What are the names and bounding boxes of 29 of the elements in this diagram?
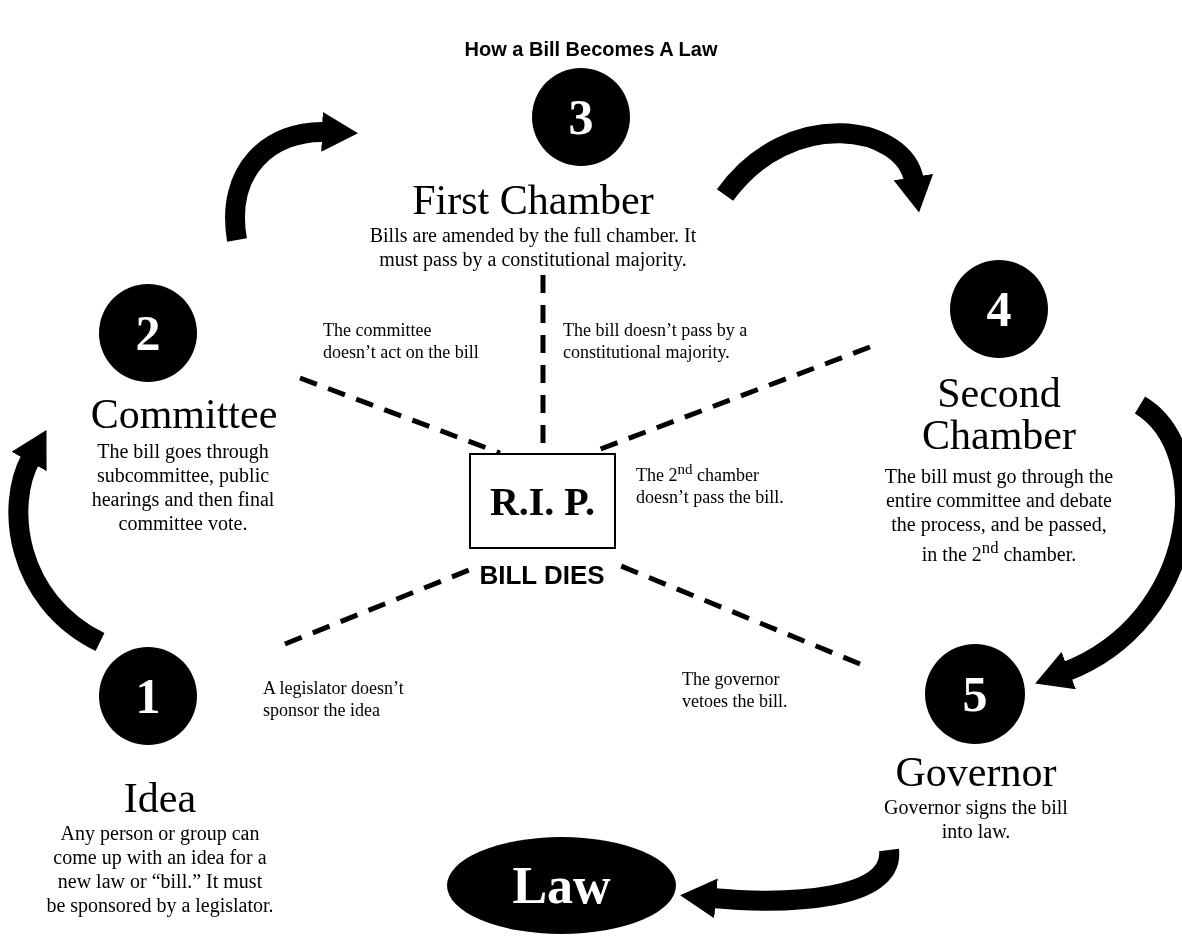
step-number-circle: 5: [925, 644, 1025, 744]
step-heading: Idea: [122, 777, 198, 819]
curved-arrow: [1036, 397, 1182, 689]
step-number-circle: 2: [99, 284, 197, 382]
step-description: Governor signs the bill into law.: [883, 795, 1069, 843]
dashed-line: [284, 567, 470, 647]
step-number-circle: 1: [99, 647, 197, 745]
curved-arrow: [8, 428, 106, 651]
step-heading: Committee: [89, 393, 279, 435]
edge-label: The governor vetoes the bill.: [682, 668, 789, 712]
edge-label: The bill doesn’t pass by a constitutional majority.: [563, 319, 749, 363]
rip-box: R.I. P.: [469, 453, 616, 549]
step-description: The bill must go through the entire committee and debate the process, and be passed, in the 2$^{nd}$ chamber.: [883, 464, 1115, 566]
step-heading: First Chamber: [411, 179, 655, 221]
step-description: The bill goes through subcommittee, public hearings and then final committee vote.: [90, 439, 276, 535]
edge-label: A legislator doesn’t sponsor the idea: [263, 677, 405, 721]
edge-label: The 2$^{nd}$ chamber doesn’t pass the bill.: [636, 460, 785, 508]
step-number-circle: 4: [950, 260, 1048, 358]
edge-label: The committee doesn’t act on the bill: [323, 319, 480, 363]
curved-arrow: [717, 123, 932, 212]
status-label: BILL DIES: [478, 560, 606, 590]
step-description: Any person or group can come up with an idea for a new law or “bill.” It must be sponsored by a legislator.: [46, 821, 274, 917]
dashed-line: [299, 375, 501, 456]
law-ellipse: Law: [447, 837, 676, 934]
diagram-title: How a Bill Becomes A Law: [463, 38, 719, 61]
step-number-circle: 3: [532, 68, 630, 166]
step-description: Bills are amended by the full chamber. It must pass by a constitutional majority.: [368, 223, 698, 271]
step-heading: Governor: [894, 751, 1058, 793]
step-heading: Second Chamber: [921, 372, 1077, 456]
